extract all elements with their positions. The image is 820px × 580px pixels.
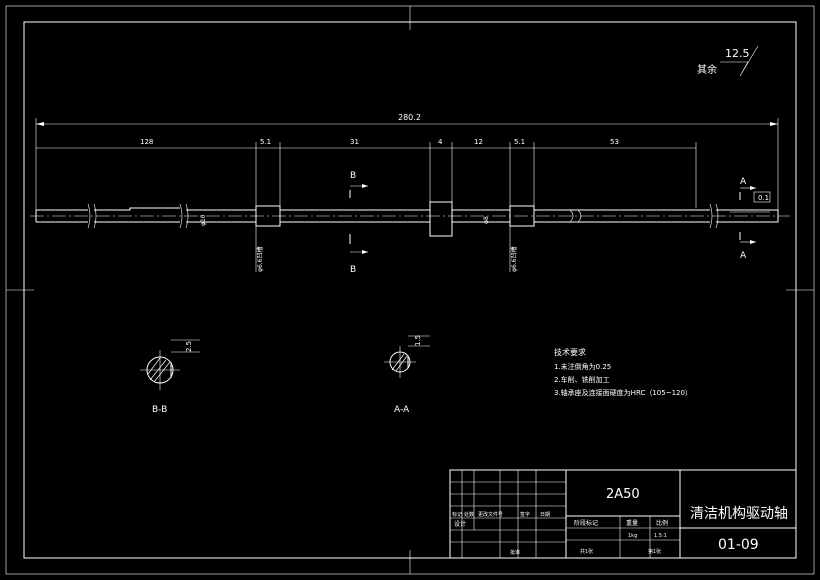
title-block: 标记 处数 更改文件号 签字 日期 设计 批准 2A50 阶段标记 重量 比例 …	[449, 469, 797, 559]
left-dia-label: φ10	[200, 214, 207, 226]
section-cut-b: B B	[349, 171, 368, 275]
tb-design: 设计	[454, 520, 466, 528]
tb-row-count: 处数	[464, 511, 474, 518]
segment-dimensions: 128 5.1 31 4 12 5.1 53	[36, 138, 697, 208]
surface-finish-label: 其余	[697, 63, 717, 76]
surface-finish-value: 12.5	[725, 47, 750, 60]
technical-notes: 技术要求 1.未注倒角为0.25 2.车削、铣削加工 3.轴承座及连接面硬度为H…	[554, 347, 692, 397]
section-a-a-view: 1.5 A-A	[384, 335, 430, 415]
seg-128: 128	[140, 138, 153, 146]
surface-finish-symbol: 其余 12.5	[697, 45, 759, 77]
seg-5-1-right: 5.1	[514, 138, 525, 146]
tb-sheet: 第1张	[648, 548, 661, 555]
groove-left-label: φ6.6凹槽	[256, 246, 264, 272]
drawing-number: 01-09	[718, 537, 759, 553]
seg-4: 4	[438, 138, 443, 146]
seg-31: 31	[350, 138, 359, 146]
outer-border	[5, 5, 815, 575]
material-label: 2A50	[606, 487, 640, 502]
tb-sheets: 共1张	[580, 548, 593, 555]
tb-ratio-label: 比例	[656, 519, 668, 527]
tb-stage: 阶段标记	[574, 519, 598, 527]
shaft-profile	[30, 201, 790, 237]
cut-b-bottom: B	[350, 265, 356, 275]
groove-right-label: φ6.6凹槽	[510, 246, 518, 272]
cut-a-top: A	[740, 177, 747, 187]
part-name: 清洁机构驱动轴	[690, 506, 788, 522]
bb-label: B-B	[152, 405, 167, 415]
mid-dia-label: φ8	[483, 216, 490, 224]
note-2: 2.车削、铣削加工	[554, 375, 610, 384]
tb-row-doc: 更改文件号	[478, 511, 503, 518]
section-cut-a: A A 0.1	[739, 177, 771, 261]
bb-offset: 2.5	[185, 341, 193, 352]
aa-offset: 1.5	[414, 335, 422, 346]
groove-leaders	[255, 226, 511, 272]
note-1: 1.未注倒角为0.25	[554, 362, 611, 371]
tb-row-sign: 签字	[520, 511, 530, 518]
tb-approve: 批准	[510, 549, 520, 556]
cut-a-bottom: A	[740, 251, 747, 261]
tb-row-date: 日期	[540, 512, 550, 518]
tb-weight: 1kg	[628, 533, 637, 539]
tb-ratio: 1.5:1	[654, 533, 667, 539]
tb-row-mark: 标记	[452, 511, 462, 518]
seg-53: 53	[610, 138, 619, 146]
end-tolerance: 0.1	[758, 194, 769, 202]
notes-title: 技术要求	[554, 347, 586, 357]
cut-b-top: B	[350, 171, 356, 181]
overall-dimension: 280.2	[35, 113, 779, 210]
center-marks	[6, 6, 814, 574]
aa-label: A-A	[394, 405, 410, 415]
seg-5-1-left: 5.1	[260, 138, 271, 146]
tb-weight-label: 重量	[626, 519, 638, 527]
seg-12: 12	[474, 138, 483, 146]
overall-length: 280.2	[398, 113, 421, 122]
section-b-b-view: 2.5 B-B	[140, 339, 200, 415]
note-3: 3.轴承座及连接面硬度为HRC（105~120）	[554, 388, 692, 397]
